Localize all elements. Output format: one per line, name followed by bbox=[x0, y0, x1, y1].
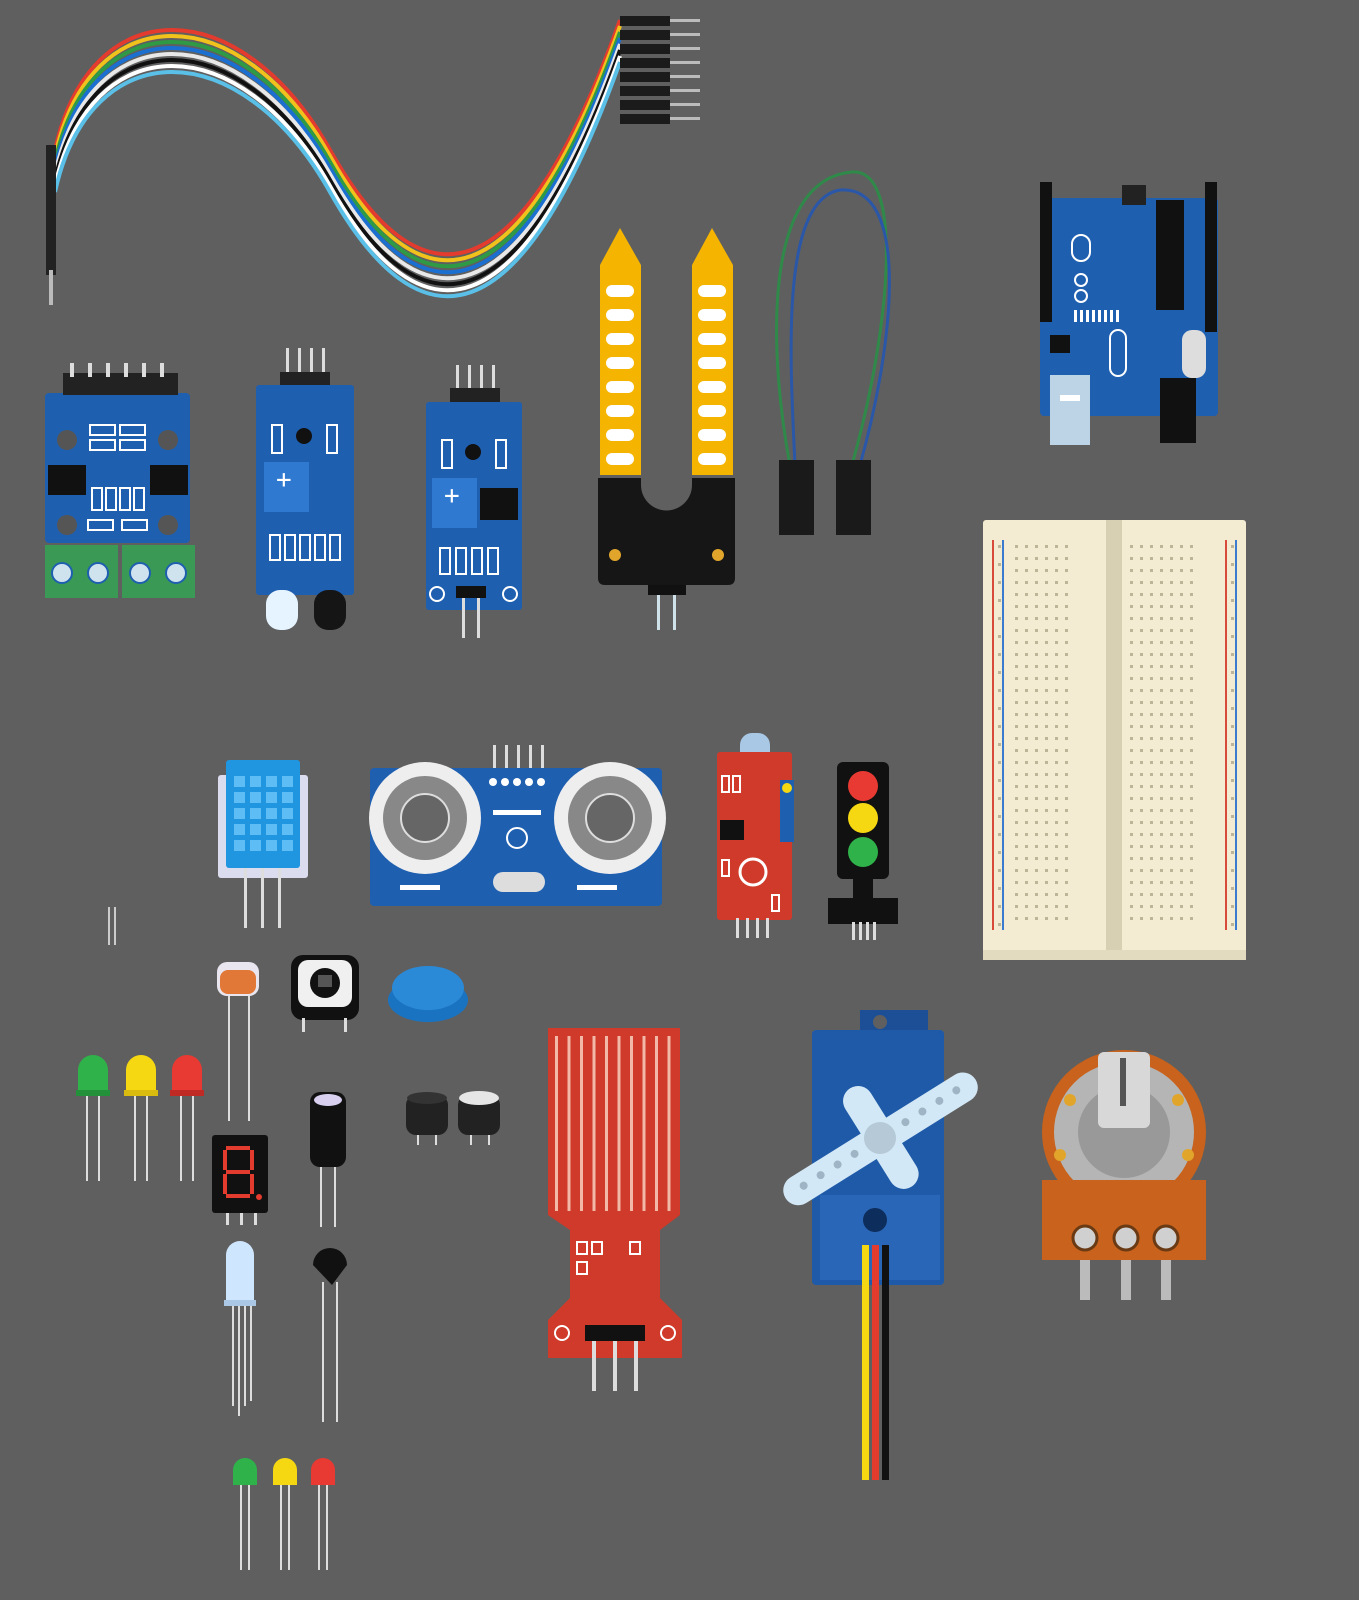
traffic-light-module-icon bbox=[828, 762, 898, 940]
capacitor-icon bbox=[310, 1092, 346, 1227]
flame-sensor-module-icon bbox=[717, 733, 794, 938]
thermistor-icon bbox=[313, 1248, 347, 1422]
ultrasonic-sensor-icon bbox=[369, 745, 666, 906]
potentiometer-icon bbox=[1042, 1050, 1206, 1300]
led-green-icon bbox=[76, 1055, 110, 1181]
motor-driver-module-icon bbox=[45, 363, 195, 598]
jumper-wires-icon bbox=[775, 170, 891, 535]
svg-text:+: + bbox=[444, 481, 460, 511]
loose-leads-icon bbox=[108, 907, 116, 945]
dht-sensor-icon bbox=[218, 760, 308, 928]
seven-segment-display-icon bbox=[212, 1135, 268, 1225]
led-yellow-icon bbox=[124, 1055, 158, 1181]
rgb-led-icon bbox=[224, 1241, 256, 1416]
svg-text:+: + bbox=[276, 465, 292, 495]
buzzer-icon bbox=[406, 1091, 500, 1145]
light-sensor-module-icon: + bbox=[426, 365, 522, 638]
push-button-icon bbox=[291, 955, 359, 1032]
breadboard-icon bbox=[983, 520, 1246, 960]
microcontroller-board-icon bbox=[1040, 182, 1218, 445]
button-cap-icon bbox=[388, 966, 468, 1022]
soil-moisture-probe-icon bbox=[598, 228, 735, 630]
water-level-sensor-icon bbox=[548, 1028, 682, 1391]
jumper-ribbon-cable-icon bbox=[46, 16, 700, 305]
ir-obstacle-sensor-icon: + bbox=[256, 348, 354, 630]
servo-motor-icon bbox=[783, 1010, 978, 1480]
ldr-photoresistor-icon bbox=[217, 962, 259, 1121]
led-red-icon bbox=[170, 1055, 204, 1181]
small-leds-icon bbox=[233, 1458, 335, 1570]
